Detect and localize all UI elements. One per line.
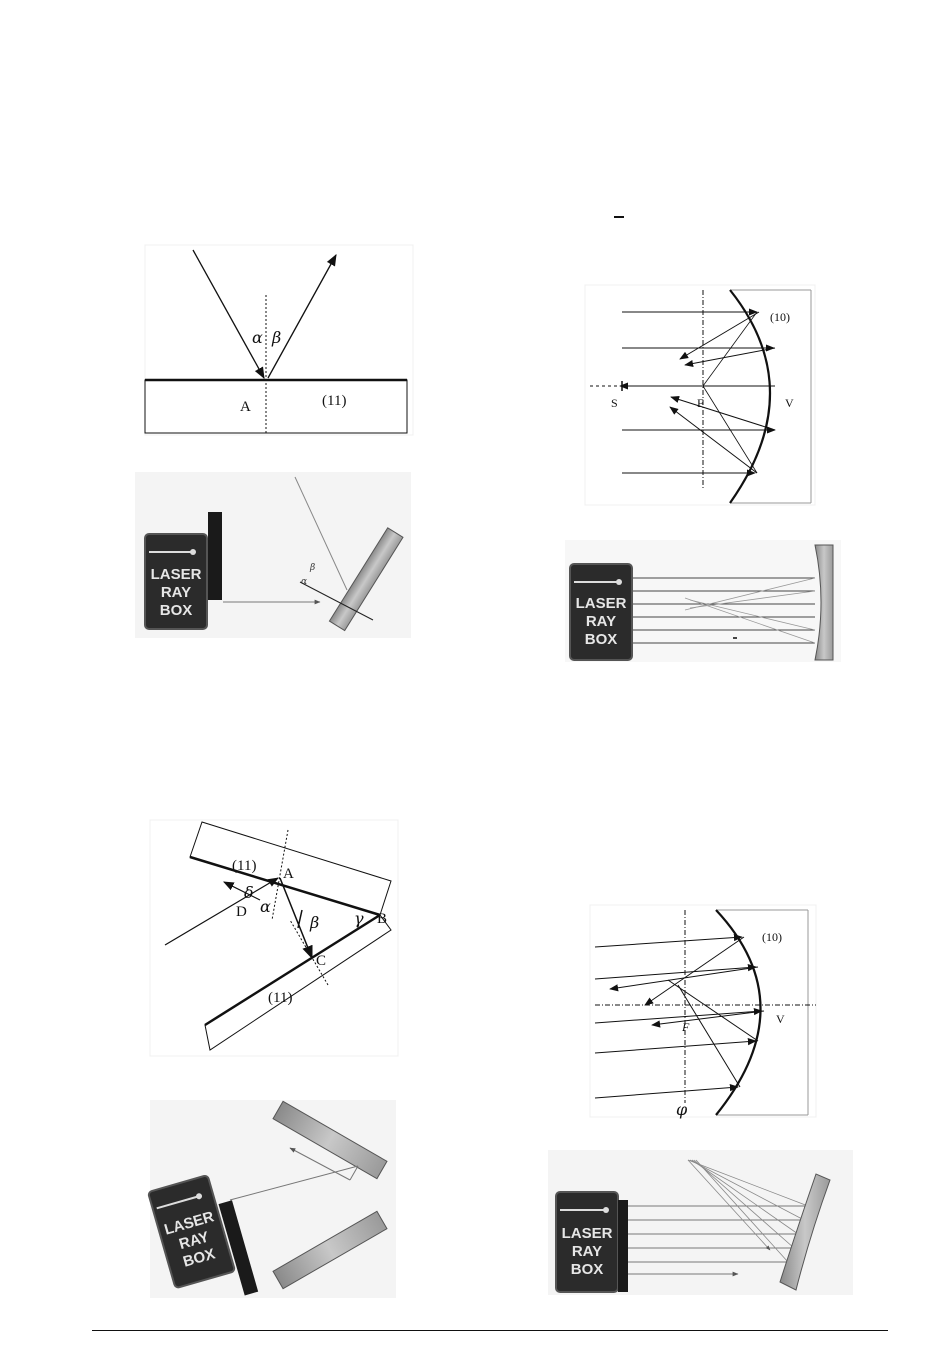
point-d-label: D [236, 904, 247, 920]
angle-alpha-label: α [252, 328, 263, 347]
laser-ray-box: LASER RAY BOX [570, 564, 632, 660]
oblique-concave-mirror-diagram: (10) F V φ [590, 905, 820, 1120]
point-f-label: F [681, 1020, 690, 1034]
laser-ray-box: LASER RAY BOX [556, 1192, 618, 1292]
point-f-label: F [697, 396, 704, 410]
upper-mirror-number: (11) [232, 858, 256, 874]
plane-mirror-photo: LASER RAY BOX β α [135, 472, 415, 642]
angled-mirrors-photo: LASER RAY BOX [150, 1100, 400, 1300]
svg-text:LASER: LASER [151, 566, 202, 583]
beta-label: β [309, 913, 319, 932]
svg-text:BOX: BOX [571, 1261, 604, 1278]
alpha-label: α [260, 897, 271, 916]
mirror-number-label: (10) [762, 930, 782, 944]
diagram-frame [590, 905, 816, 1117]
slit-plate [208, 512, 222, 600]
plane-mirror-diagram: α β A (11) [140, 245, 420, 440]
gamma-label: γ [354, 909, 364, 928]
oblique-concave-mirror-photo: LASER RAY BOX [548, 1150, 858, 1300]
svg-text:LASER: LASER [562, 1225, 613, 1242]
photo-beta-label: β [309, 563, 315, 573]
photo-alpha-label: α [301, 577, 307, 587]
svg-text:LASER: LASER [576, 595, 627, 612]
svg-text:RAY: RAY [586, 613, 616, 630]
laser-ray-box: LASER RAY BOX [145, 534, 207, 629]
point-v-label: V [785, 396, 794, 410]
svg-text:BOX: BOX [585, 631, 618, 648]
lower-mirror-number: (11) [268, 990, 292, 1006]
mirror-number-label: (10) [770, 310, 790, 324]
svg-text:RAY: RAY [572, 1243, 602, 1260]
slit-plate [618, 1200, 628, 1292]
point-b-label: B [377, 911, 387, 927]
angled-mirrors-diagram: (11) (11) A B C D δ α β γ [150, 820, 400, 1060]
point-v-label: V [776, 1012, 785, 1026]
header-dash-mark [614, 216, 624, 218]
concave-mirror-photo: LASER RAY BOX [565, 540, 845, 665]
mirror-block [145, 380, 407, 433]
point-a-label: A [283, 866, 294, 882]
concave-mirror-diagram: (10) S F V [585, 285, 820, 510]
point-c-label: C [316, 953, 326, 969]
footer-rule [92, 1330, 888, 1331]
point-a-label: A [240, 399, 251, 415]
svg-text:RAY: RAY [161, 584, 191, 601]
point-s-label: S [611, 396, 618, 410]
angle-beta-label: β [271, 328, 281, 347]
phi-label: φ [676, 1100, 688, 1119]
mirror-number-label: (11) [322, 393, 346, 409]
delta-label: δ [244, 883, 254, 902]
svg-text:BOX: BOX [160, 602, 193, 619]
